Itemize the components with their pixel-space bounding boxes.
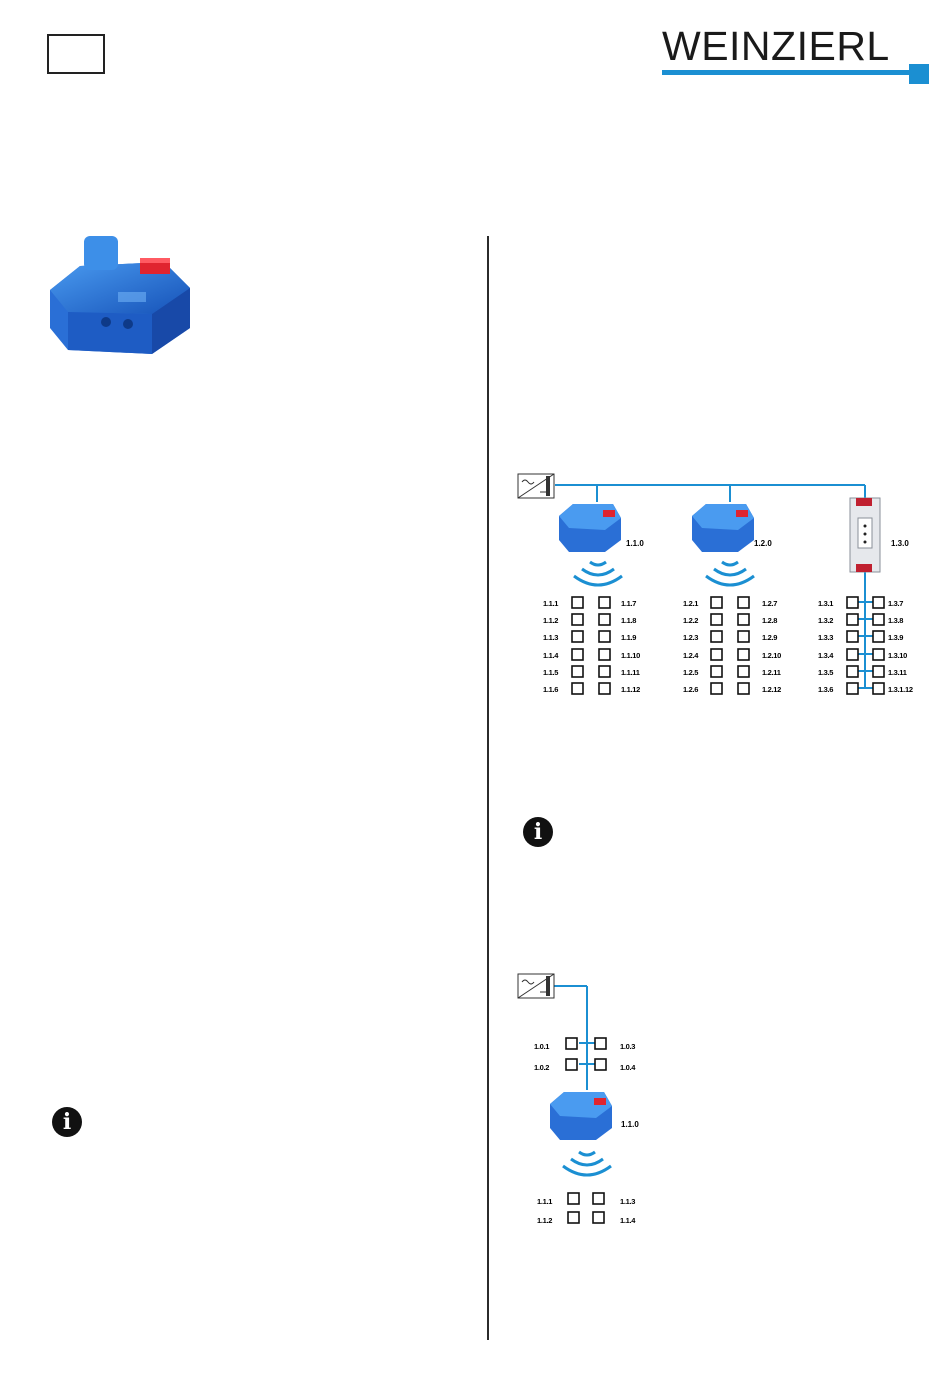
- group-address-label: 1.3.8: [888, 616, 904, 625]
- group-address-label: 1.1.6: [543, 685, 559, 694]
- group-address-label: 1.0.2: [534, 1063, 550, 1072]
- group-address-label: 1.1.4: [543, 651, 559, 660]
- group-address-label: 1.3.4: [818, 651, 834, 660]
- knx-device-icon: [849, 497, 881, 573]
- info-icon: i: [52, 1107, 82, 1137]
- group-address-label: 1.1.10: [621, 651, 641, 660]
- device-label: 1.1.0: [621, 1120, 639, 1129]
- group-address-label: 1.2.4: [683, 651, 699, 660]
- group-address-label: 1.1.11: [621, 668, 640, 677]
- group-address-label: 1.0.4: [620, 1063, 636, 1072]
- group-address-label: 1.3.6: [818, 685, 834, 694]
- group-address-label: 1.2.12: [762, 685, 782, 694]
- topology-diagram-2: [517, 973, 612, 1224]
- info-icon: i: [523, 817, 553, 847]
- group-address-label: 1.3.5: [818, 668, 834, 677]
- group-address-label: 1.2.8: [762, 616, 778, 625]
- group-address-label: 1.1.7: [621, 599, 637, 608]
- brand-logo: WEINZIERL: [662, 23, 890, 69]
- group-address-label: 1.3.9: [888, 633, 904, 642]
- column-divider: [487, 236, 489, 1340]
- group-address-label: 1.1.4: [620, 1216, 636, 1225]
- group-address-label: 1.2.11: [762, 668, 781, 677]
- group-address-label: 1.2.1: [683, 599, 699, 608]
- group-address-label: 1.1.1: [543, 599, 559, 608]
- power-supply-icon: [517, 473, 555, 499]
- group-address-label: 1.0.1: [534, 1042, 550, 1051]
- device-label: 1.3.0: [891, 539, 909, 548]
- group-address-label: 1.1.9: [621, 633, 637, 642]
- wireless-signal-icon: [705, 560, 755, 587]
- group-address-label: 1.2.6: [683, 685, 699, 694]
- device-label: 1.2.0: [754, 539, 772, 548]
- device-label: 1.1.0: [626, 539, 644, 548]
- knx-device-icon: [559, 504, 621, 552]
- group-address-label: 1.1.2: [543, 616, 559, 625]
- topology-diagram-1: [517, 473, 885, 695]
- group-address-label: 1.2.2: [683, 616, 699, 625]
- group-address-label: 1.3.1.12: [888, 685, 913, 694]
- group-address-label: 1.1.3: [620, 1197, 636, 1206]
- group-address-label: 1.1.12: [621, 685, 641, 694]
- group-address-label: 1.2.3: [683, 633, 699, 642]
- product-image: [50, 236, 190, 354]
- group-address-label: 1.1.3: [543, 633, 559, 642]
- group-address-label: 1.1.2: [537, 1216, 553, 1225]
- knx-device-icon: [692, 504, 754, 552]
- group-address-label: 1.2.10: [762, 651, 782, 660]
- wireless-signal-icon: [562, 1150, 612, 1177]
- group-address-label: 1.3.11: [888, 668, 907, 677]
- group-address-label: 1.0.3: [620, 1042, 636, 1051]
- group-address-label: 1.1.8: [621, 616, 637, 625]
- group-address-label: 1.3.1: [818, 599, 834, 608]
- group-address-label: 1.1.1: [537, 1197, 553, 1206]
- knx-device-icon: [550, 1092, 612, 1140]
- group-address-label: 1.1.5: [543, 668, 559, 677]
- group-address-label: 1.2.5: [683, 668, 699, 677]
- group-address-label: 1.3.2: [818, 616, 834, 625]
- brand-underline: [662, 70, 912, 75]
- wireless-signal-icon: [573, 560, 623, 587]
- group-address-label: 1.3.7: [888, 599, 904, 608]
- group-address-label: 1.2.9: [762, 633, 778, 642]
- group-address-label: 1.3.10: [888, 651, 908, 660]
- brand-square: [909, 64, 929, 84]
- group-address-label: 1.3.3: [818, 633, 834, 642]
- power-supply-icon: [517, 973, 555, 999]
- language-box: [47, 34, 105, 74]
- group-address-label: 1.2.7: [762, 599, 778, 608]
